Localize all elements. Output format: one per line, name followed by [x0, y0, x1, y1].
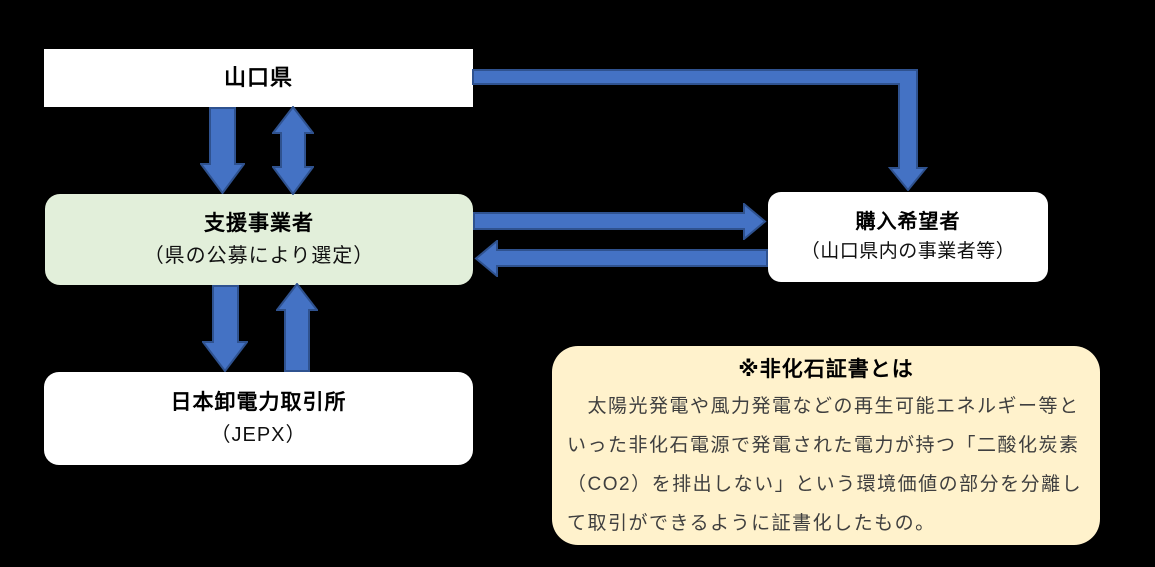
jepx-title: 日本卸電力取引所	[170, 391, 347, 415]
arrow-yamaguchi-to-shien-down-icon	[200, 107, 245, 194]
yamaguchi-prefecture-label: 山口県	[223, 64, 293, 90]
yamaguchi-prefecture-box: 山口県	[44, 49, 473, 107]
arrow-shien-to-jepx-down-icon	[202, 285, 248, 372]
jepx-box: 日本卸電力取引所 （JEPX）	[44, 372, 473, 465]
note-line-4: て取引ができるように証書化したもの。	[567, 513, 936, 534]
certificate-note-box: ※非化石証書とは 太陽光発電や風力発電などの再生可能エネルギー等と いった非化石…	[552, 346, 1100, 545]
support-operator-title: 支援事業者	[204, 212, 314, 236]
arrow-jepx-to-shien-up-icon	[276, 283, 318, 372]
prospective-buyer-subtitle: （山口県内の事業者等）	[800, 241, 1016, 263]
note-line-2: いった非化石電源で発電された電力が持つ「二酸化炭素	[567, 435, 1080, 456]
certificate-note-title: ※非化石証書とは	[738, 358, 914, 381]
arrow-yamaguchi-shien-double-icon	[272, 106, 314, 195]
arrow-kounyuu-to-shien-left-icon	[474, 240, 768, 277]
note-line-3: （CO2）を排出しない」という環境価値の部分を分離し	[567, 474, 1083, 495]
arrow-yamaguchi-to-kounyuu-elbow-icon	[472, 69, 928, 191]
support-operator-subtitle: （県の公募により選定）	[143, 244, 375, 267]
note-line-1: 太陽光発電や風力発電などの再生可能エネルギー等と	[567, 396, 1080, 417]
prospective-buyer-title: 購入希望者	[855, 211, 961, 234]
prospective-buyer-box: 購入希望者 （山口県内の事業者等）	[768, 192, 1048, 282]
arrow-shien-to-kounyuu-right-icon	[473, 203, 767, 240]
certificate-note-body: 太陽光発電や風力発電などの再生可能エネルギー等と いった非化石電源で発電された電…	[567, 387, 1085, 543]
support-operator-box: 支援事業者 （県の公募により選定）	[45, 194, 473, 285]
jepx-subtitle: （JEPX）	[210, 423, 307, 446]
